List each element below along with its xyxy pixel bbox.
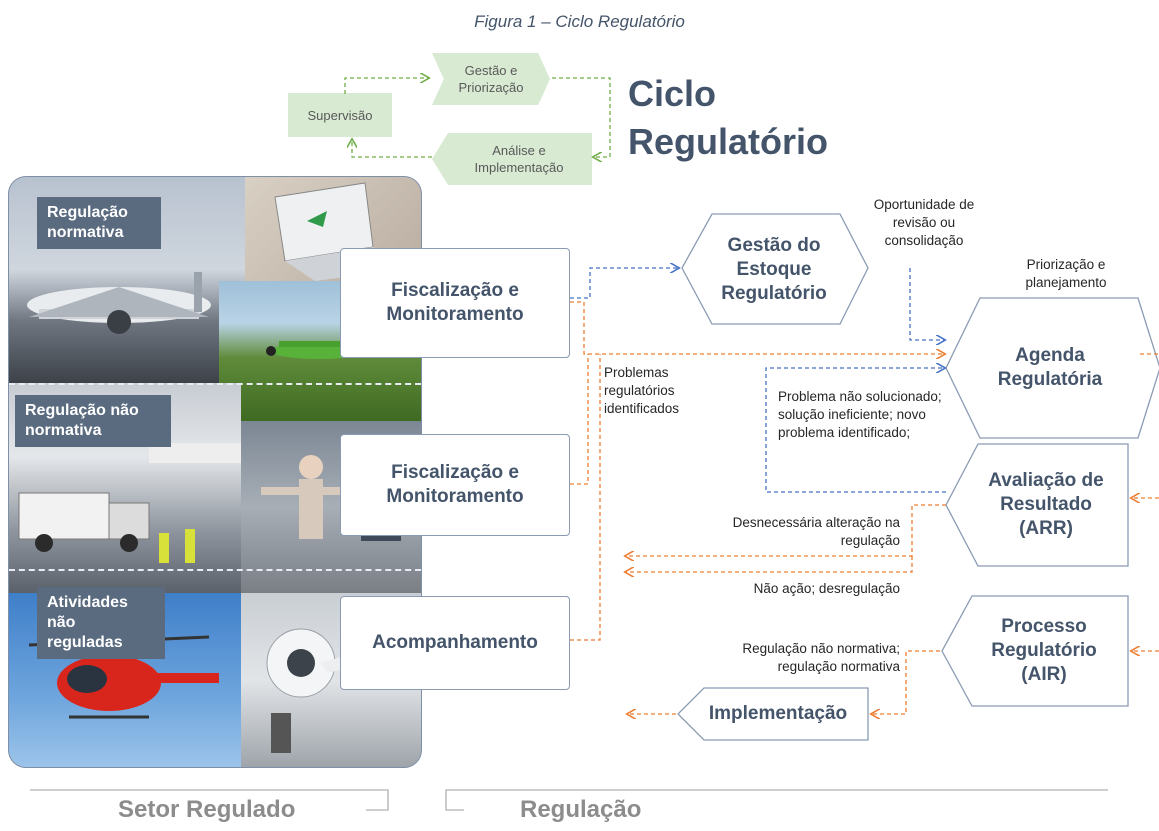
note-nao-acao: Não ação; desregulação <box>753 581 900 596</box>
label-regulacao-normativa: Regulação normativa <box>37 197 161 249</box>
pent-arr-label: Avaliação de Resultado (ARR) <box>988 470 1104 539</box>
pent-air-label: Processo Regulatório (AIR) <box>991 616 1097 685</box>
mini-analise-label: Análise e Implementação <box>474 143 564 175</box>
box-acompanhamento: Acompanhamento <box>340 596 570 690</box>
pent-implementacao-label: Implementação <box>708 703 848 724</box>
box-fiscalizacao-1: Fiscalização e Monitoramento <box>340 248 570 358</box>
label-setor-regulado: Setor Regulado <box>118 796 296 823</box>
mini-gestao-label: Gestão e Priorização <box>458 63 524 95</box>
mini-supervisao-label: Supervisão <box>307 107 373 123</box>
box-fiscalizacao-2-label: Fiscalização e Monitoramento <box>386 462 524 507</box>
note-oportunidade: Oportunidade de revisão ou consolidação <box>873 197 975 248</box>
divider-line-2 <box>9 569 421 571</box>
cycle-title: Ciclo Regulatório <box>628 70 828 166</box>
note-desnecessaria: Desnecessária alteração na regulação <box>732 515 900 548</box>
figure-caption: Figura 1 – Ciclo Regulatório <box>474 12 685 31</box>
pent-processo-regulatorio: Processo Regulatório (AIR) <box>962 598 1126 704</box>
box-fiscalizacao-1-label: Fiscalização e Monitoramento <box>386 280 524 325</box>
box-acompanhamento-label: Acompanhamento <box>372 632 538 653</box>
hex-gestao-estoque: Gestão do Estoque Regulatório <box>696 218 852 322</box>
regulated-sector-panel: Regulação normativa Regulação não normat… <box>8 176 422 768</box>
airplane-icon <box>27 272 211 334</box>
pent-implementacao: Implementação <box>690 690 866 738</box>
mini-cycle-gestao: Gestão e Priorização <box>432 53 550 105</box>
note-regulacao-nao-normativa: Regulação não normativa; regulação norma… <box>742 641 900 674</box>
cycle-title-line1: Ciclo <box>628 73 717 114</box>
hex-gestao-estoque-label: Gestão do Estoque Regulatório <box>721 235 827 304</box>
hex-agenda-label: Agenda Regulatória <box>997 345 1103 390</box>
note-priorizacao: Priorização e planejamento <box>1025 257 1107 290</box>
divider-line-1 <box>9 383 421 385</box>
pent-avaliacao-resultado: Avaliação de Resultado (ARR) <box>966 446 1126 564</box>
note-problemas: Problemas regulatórios identificados <box>604 365 680 416</box>
label-regulacao: Regulação <box>520 796 642 823</box>
hex-agenda-regulatoria: Agenda Regulatória <box>960 300 1140 436</box>
cycle-title-line2: Regulatório <box>628 121 829 162</box>
mini-cycle-supervisao: Supervisão <box>288 93 392 137</box>
mini-cycle-analise: Análise e Implementação <box>432 133 592 185</box>
box-fiscalizacao-2: Fiscalização e Monitoramento <box>340 434 570 536</box>
label-atividades-nao-reguladas: Atividades não reguladas <box>37 587 165 659</box>
label-regulacao-nao-normativa: Regulação não normativa <box>15 395 171 447</box>
note-problema-nao: Problema não solucionado; solução inefic… <box>778 389 942 440</box>
truck-icon <box>18 443 241 563</box>
